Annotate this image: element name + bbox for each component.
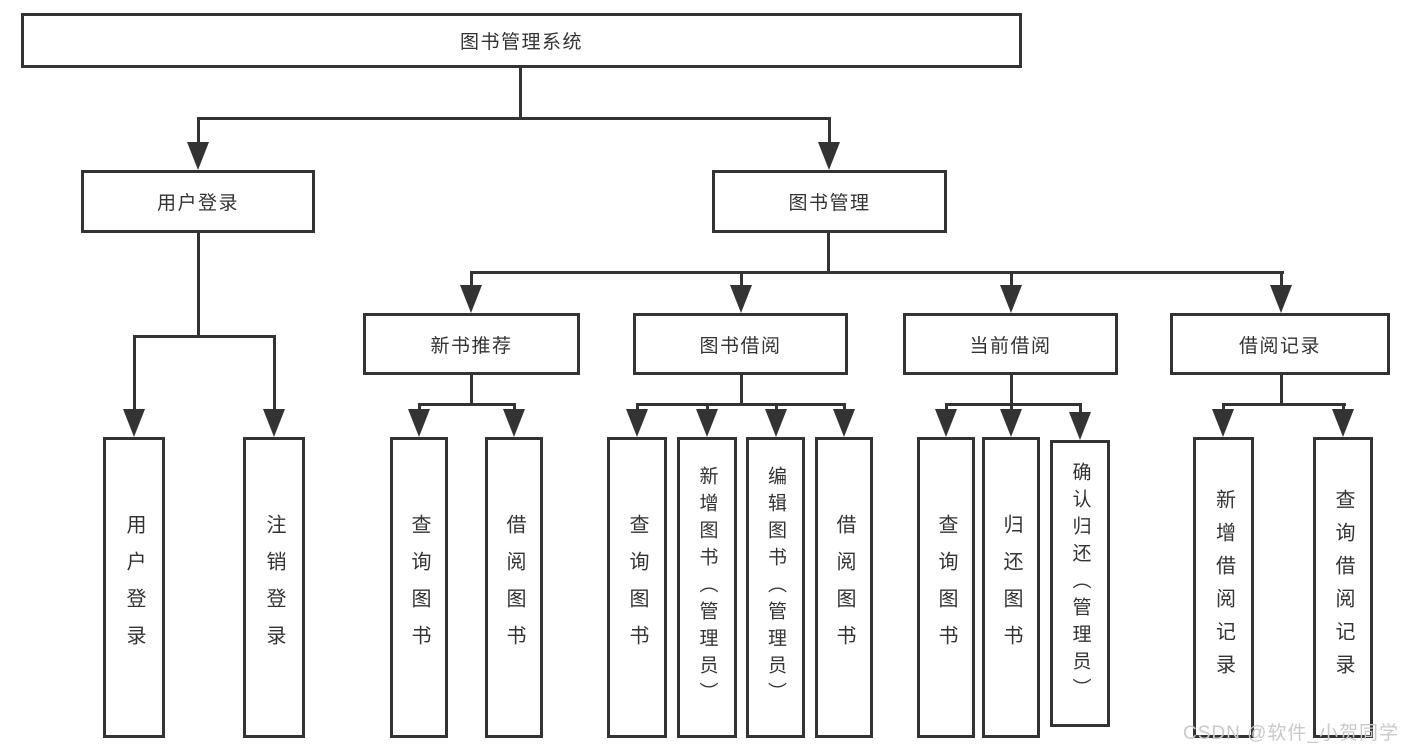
node-new-book-recommendation: 新书推荐 — [363, 313, 580, 375]
connector-shaft — [775, 405, 778, 412]
connector-shaft — [470, 273, 473, 287]
leaf-borrow-books: 借阅图书 — [815, 437, 873, 738]
node-book-borrowing: 图书借阅 — [633, 313, 848, 375]
connector-shaft — [1079, 405, 1082, 414]
arrow-down-icon — [833, 409, 855, 437]
connector-shaft — [636, 405, 639, 412]
leaf-add-books-admin: 新增图书（管理员） — [677, 437, 737, 738]
arrow-down-icon — [765, 409, 787, 437]
node-current-borrowing: 当前借阅 — [903, 313, 1118, 375]
arrow-down-icon — [460, 285, 482, 313]
connector-shaft — [1280, 273, 1283, 287]
leaf-logout: 注销登录 — [243, 437, 305, 738]
leaf-borrow-books: 借阅图书 — [485, 437, 543, 738]
node-label: 当前借阅 — [969, 335, 1052, 357]
leaf-label: 借阅图书 — [833, 513, 855, 662]
arrow-down-icon — [1000, 285, 1022, 313]
arrow-down-icon — [696, 409, 718, 437]
arrow-down-icon — [818, 142, 840, 170]
node-user-login: 用户登录 — [81, 170, 315, 233]
connector-shaft — [1010, 273, 1013, 287]
leaf-label: 用户登录 — [123, 513, 145, 662]
node-library-management-system: 图书管理系统 — [21, 13, 1022, 68]
connector-rail — [636, 403, 846, 406]
connector-rail — [1222, 403, 1346, 406]
connector-rail — [945, 403, 1082, 406]
node-label: 图书管理 — [788, 193, 871, 214]
connector-root-stem — [519, 68, 522, 118]
leaf-confirm-return-admin: 确认归还（管理员） — [1050, 440, 1110, 727]
leaf-label: 新增借阅记录 — [1212, 488, 1235, 687]
connector-book-management-rail — [470, 271, 1284, 274]
arrow-down-icon — [730, 285, 752, 313]
leaf-label: 编辑图书（管理员） — [765, 466, 786, 709]
connector-shaft — [1010, 405, 1013, 412]
connector-shaft — [1222, 405, 1225, 412]
leaf-edit-books-admin: 编辑图书（管理员） — [746, 437, 805, 738]
leaf-return-books: 归还图书 — [982, 437, 1040, 738]
arrow-down-icon — [935, 409, 957, 437]
connector-stem — [740, 375, 743, 406]
node-label: 图书借阅 — [699, 335, 782, 357]
connector-shaft — [273, 336, 276, 411]
arrow-down-icon — [123, 409, 145, 437]
arrow-down-icon — [626, 409, 648, 437]
leaf-label: 新增图书（管理员） — [696, 466, 718, 709]
node-label: 新书推荐 — [430, 335, 513, 357]
connector-shaft — [843, 405, 846, 412]
leaf-label: 借阅图书 — [503, 513, 525, 662]
connector-root-rail — [197, 117, 831, 120]
arrow-down-icon — [503, 409, 525, 437]
leaf-query-borrow-record: 查询借阅记录 — [1313, 437, 1373, 738]
leaf-user-login: 用户登录 — [103, 437, 165, 738]
connector-shaft — [418, 405, 421, 412]
node-label: 用户登录 — [156, 193, 239, 214]
connector-book-management-stem — [827, 233, 830, 274]
node-book-management: 图书管理 — [712, 170, 947, 233]
node-label: 图书管理系统 — [459, 32, 583, 53]
leaf-query-books: 查询图书 — [917, 437, 975, 738]
leaf-label: 查询借阅记录 — [1332, 488, 1354, 687]
connector-stem — [1280, 375, 1283, 406]
connector-shaft — [740, 273, 743, 287]
connector-stem — [1010, 375, 1013, 406]
connector-shaft — [133, 336, 136, 411]
connector-shaft — [197, 118, 200, 144]
arrow-down-icon — [1332, 409, 1354, 437]
connector-shaft — [1342, 405, 1345, 412]
connector-shaft — [706, 405, 709, 412]
leaf-add-borrow-record: 新增借阅记录 — [1193, 437, 1254, 738]
node-label: 借阅记录 — [1238, 335, 1321, 357]
arrow-down-icon — [408, 409, 430, 437]
connector-stem — [470, 375, 473, 406]
leaf-label: 查询图书 — [935, 513, 957, 662]
connector-shaft — [828, 118, 831, 144]
leaf-label: 查询图书 — [626, 513, 648, 662]
arrow-down-icon — [263, 409, 285, 437]
leaf-label: 归还图书 — [1000, 513, 1022, 662]
node-borrowing-records: 借阅记录 — [1170, 313, 1390, 375]
connector-user-login-rail — [133, 335, 276, 338]
connector-rail — [418, 403, 516, 406]
arrow-down-icon — [1212, 409, 1234, 437]
arrow-down-icon — [1069, 412, 1091, 440]
leaf-label: 查询图书 — [408, 513, 430, 662]
leaf-label: 注销登录 — [263, 513, 285, 662]
connector-shaft — [513, 405, 516, 412]
arrow-down-icon — [1000, 409, 1022, 437]
connector-shaft — [945, 405, 948, 412]
leaf-query-books: 查询图书 — [390, 437, 448, 738]
connector-user-login-stem — [197, 233, 200, 336]
csdn-watermark: CSDN @软件_小贺同学 — [1183, 723, 1399, 744]
arrow-down-icon — [1270, 285, 1292, 313]
leaf-query-books: 查询图书 — [607, 437, 667, 738]
arrow-down-icon — [187, 142, 209, 170]
leaf-label: 确认归还（管理员） — [1069, 462, 1091, 705]
